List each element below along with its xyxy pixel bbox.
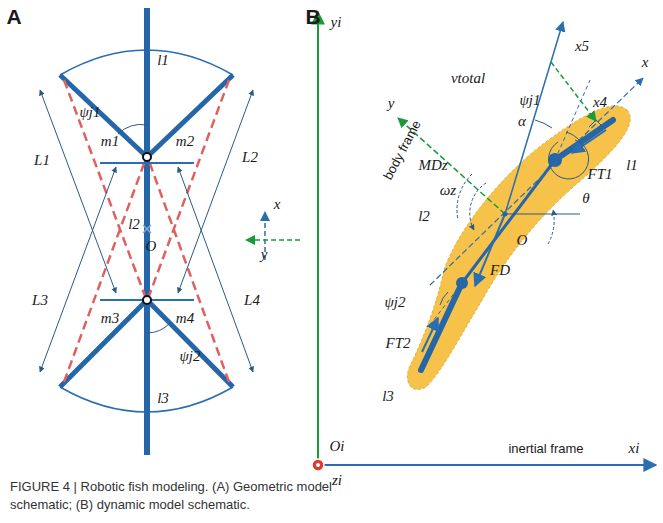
panel-letter: B [305, 6, 320, 27]
origin-label: Oi [330, 439, 345, 454]
force-label: FD [490, 263, 510, 278]
origin-label: O [146, 239, 157, 254]
origin-label: O [517, 233, 528, 248]
angle-label: θ [582, 191, 589, 206]
diagonal-length: L2 [242, 150, 258, 165]
force-label: FT1 [587, 167, 612, 182]
mass-label: m4 [176, 311, 194, 326]
force-label: FT2 [385, 336, 410, 351]
link-length: l2 [418, 209, 430, 224]
axis-label: xi [629, 441, 640, 456]
mass-label: m1 [101, 134, 119, 149]
joint-angle: ψj2 [385, 295, 406, 310]
joint-angle: ψj1 [80, 105, 101, 120]
diagonal-length: L4 [244, 293, 260, 308]
diagonal-length: L1 [34, 153, 50, 168]
moment-label: MDz [418, 158, 447, 173]
axis-label: y [261, 247, 268, 262]
mass-label: m2 [176, 134, 194, 149]
axis-label: x [274, 197, 281, 212]
panel-letter: A [6, 6, 21, 27]
mass-label: m3 [101, 311, 119, 326]
link-length: l3 [382, 389, 394, 404]
joint-angle: ψj2 [180, 349, 201, 364]
diagonal-length: L3 [32, 293, 48, 308]
velocity-label: vtotal [451, 71, 485, 86]
link-length: l3 [157, 391, 169, 406]
link-length: l2 [128, 217, 140, 232]
axis-label: x [642, 55, 649, 70]
figure-caption: FIGURE 4 | Robotic fish modeling. (A) Ge… [10, 478, 340, 513]
axis-label: x4 [593, 95, 607, 110]
angular-velocity-label: ωz [440, 183, 456, 198]
axis-label: x5 [575, 39, 589, 54]
axis-label: y [388, 96, 395, 111]
axis-label: yi [331, 15, 342, 30]
link-length: l1 [626, 158, 638, 173]
frame-label: body frame [381, 118, 423, 182]
angle-label: α [518, 114, 526, 129]
frame-label: inertial frame [508, 442, 583, 455]
joint-angle: ψj1 [520, 93, 541, 108]
axis-label: zi [332, 473, 342, 488]
link-length: l1 [157, 53, 169, 68]
